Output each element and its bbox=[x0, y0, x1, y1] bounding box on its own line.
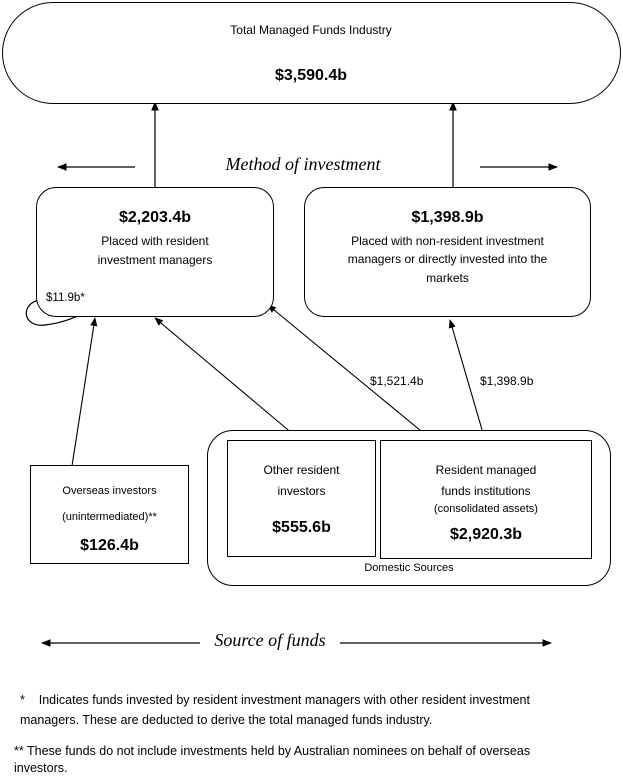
method-of-investment-label: Method of investment bbox=[225, 154, 381, 174]
total-title: Total Managed Funds Industry bbox=[230, 23, 392, 37]
other-resident-line1: Other resident bbox=[263, 463, 340, 477]
overseas-value: $126.4b bbox=[80, 537, 139, 554]
footnote-1-line1: * Indicates funds invested by resident i… bbox=[20, 693, 530, 707]
flow-rmfi-to-nonresident-label: $1,398.9b bbox=[480, 374, 534, 388]
arrow-rmfi-to-nonresident bbox=[448, 319, 486, 441]
self-flow-value: $11.9b* bbox=[46, 292, 85, 304]
overseas-investors-box: Overseas investors (unintermediated)** $… bbox=[30, 465, 189, 564]
footnote-2-line2: investors. bbox=[14, 761, 68, 775]
non-resident-line1: Placed with non-resident investment bbox=[351, 234, 544, 248]
footnote-1-line2: managers. These are deducted to derive t… bbox=[20, 713, 433, 727]
total-industry-box: Total Managed Funds Industry $3,590.4b bbox=[2, 2, 621, 104]
domestic-sources-label: Domestic Sources bbox=[364, 562, 454, 574]
arrow-other-to-resident bbox=[154, 317, 301, 441]
non-resident-line3: markets bbox=[426, 271, 469, 285]
footnote-2: ** These funds do not include investment… bbox=[14, 741, 614, 778]
resident-managers-box: $2,203.4b Placed with resident investmen… bbox=[36, 187, 274, 317]
source-of-funds-label: Source of funds bbox=[214, 630, 326, 650]
arrow-overseas-to-resident bbox=[71, 317, 98, 467]
resident-managers-value: $2,203.4b bbox=[118, 209, 192, 226]
footnote-2-line1: ** These funds do not include investment… bbox=[14, 744, 531, 758]
flow-rmfi-to-resident-label: $1,521.4b bbox=[370, 374, 424, 388]
resident-managers-line2: investment managers bbox=[97, 253, 213, 267]
other-resident-value: $555.6b bbox=[272, 519, 331, 536]
overseas-line2: (unintermediated)** bbox=[62, 511, 157, 523]
other-resident-line2: investors bbox=[277, 484, 326, 498]
non-resident-value: $1,398.9b bbox=[411, 209, 484, 226]
rmfi-box: Resident managed funds institutions (con… bbox=[380, 440, 592, 559]
footnote-1: * Indicates funds invested by resident i… bbox=[20, 690, 615, 730]
resident-managers-line1: Placed with resident bbox=[101, 234, 209, 248]
non-resident-box: $1,398.9b Placed with non-resident inves… bbox=[304, 187, 591, 317]
rmfi-value: $2,920.3b bbox=[449, 526, 523, 543]
overseas-line1: Overseas investors bbox=[62, 485, 157, 497]
rmfi-line1: Resident managed bbox=[435, 463, 537, 477]
total-value: $3,590.4b bbox=[274, 67, 348, 84]
other-resident-investors-box: Other resident investors $555.6b bbox=[227, 440, 376, 557]
arrow-rmfi-to-resident bbox=[267, 304, 433, 441]
non-resident-line2: managers or directly invested into the bbox=[347, 252, 548, 266]
rmfi-line2: funds institutions bbox=[441, 484, 531, 498]
rmfi-line3: (consolidated assets) bbox=[434, 503, 538, 515]
